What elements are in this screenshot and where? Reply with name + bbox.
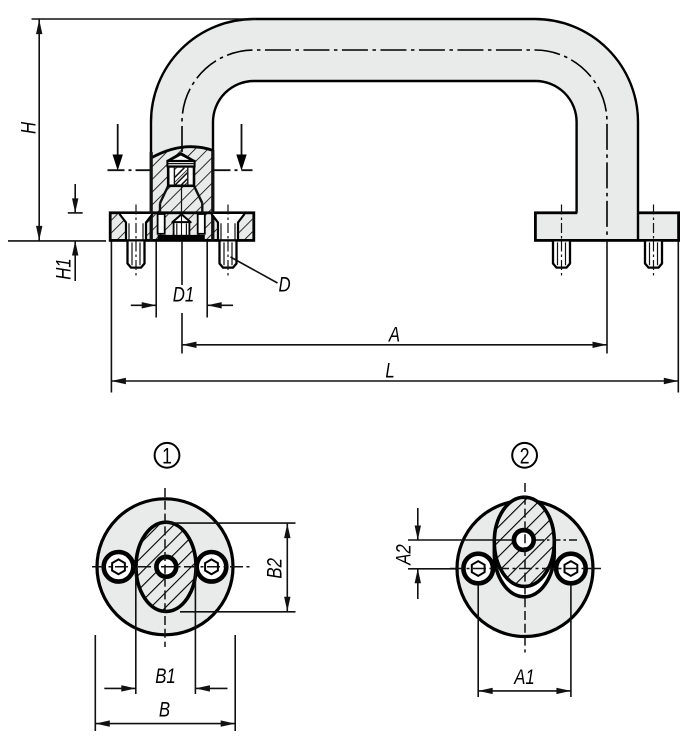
svg-text:B2: B2 — [264, 558, 287, 579]
svg-text:A2: A2 — [393, 544, 416, 566]
svg-text:D1: D1 — [173, 284, 194, 307]
svg-text:H1: H1 — [53, 258, 76, 279]
svg-text:H: H — [18, 122, 41, 134]
svg-text:1: 1 — [162, 445, 172, 469]
svg-text:B: B — [159, 699, 170, 722]
svg-text:A1: A1 — [513, 666, 534, 689]
svg-text:L: L — [385, 360, 394, 383]
svg-text:D: D — [279, 274, 291, 297]
svg-text:B1: B1 — [155, 665, 176, 688]
svg-text:2: 2 — [520, 445, 530, 469]
svg-text:A: A — [388, 324, 400, 347]
